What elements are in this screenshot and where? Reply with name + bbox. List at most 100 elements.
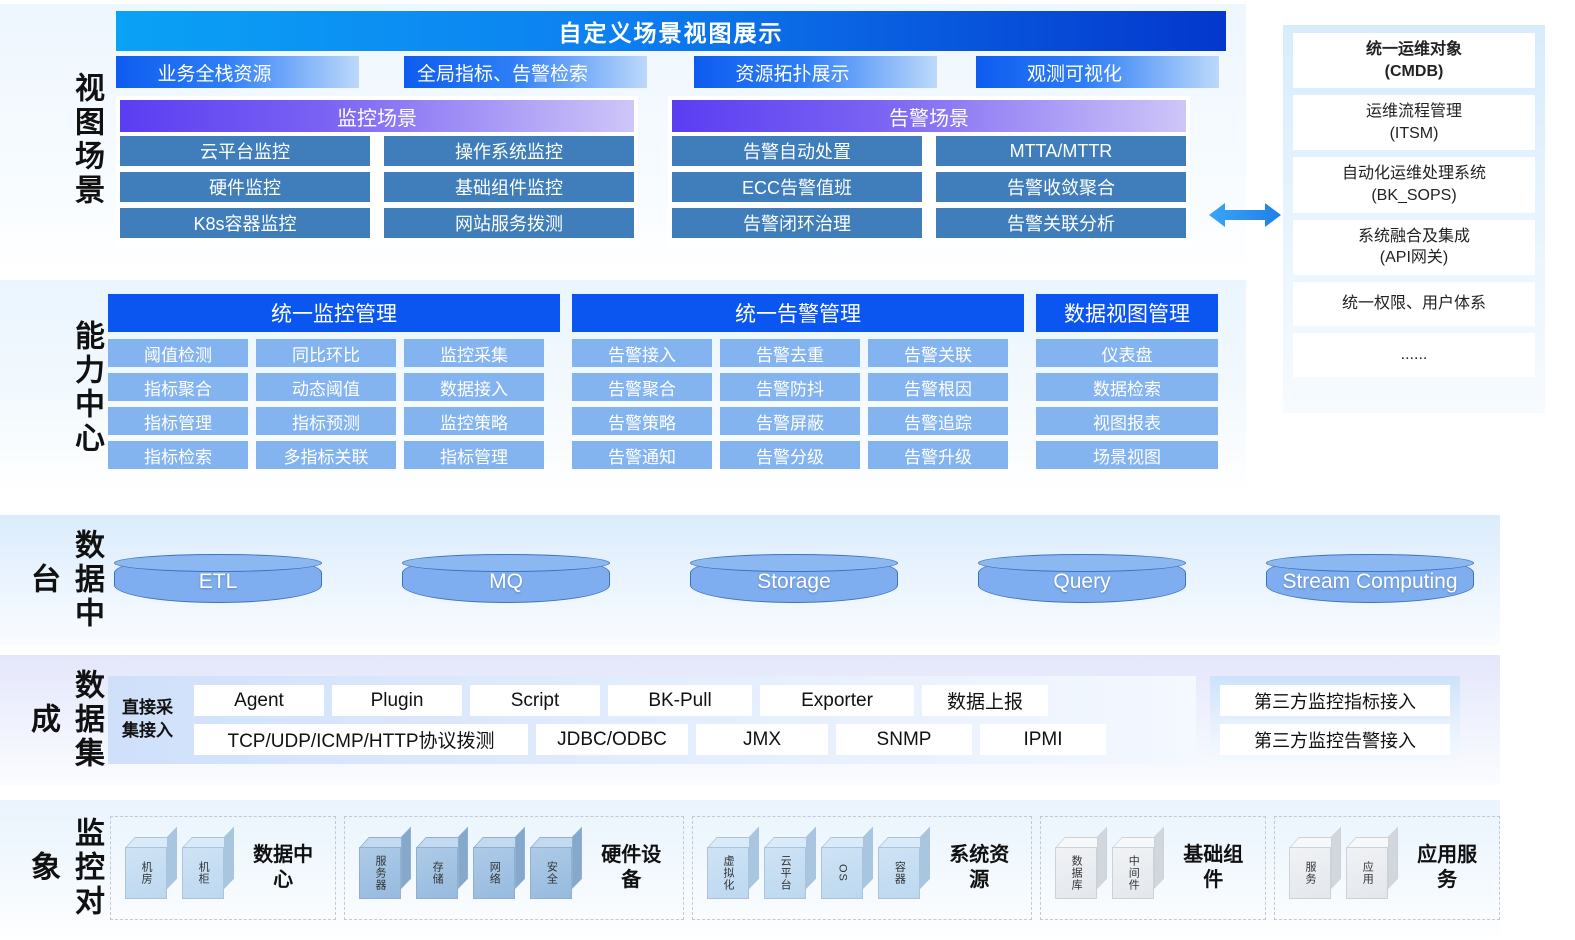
scenario-item[interactable]: 告警自动处置 xyxy=(672,136,922,166)
capability-item[interactable]: 监控采集 xyxy=(404,339,544,367)
capability-item[interactable]: 告警关联 xyxy=(868,339,1008,367)
cube-database[interactable]: 数据库 xyxy=(1055,826,1108,899)
object-group-data-center: 机房 机柜 数据中心 xyxy=(110,816,336,920)
capability-item[interactable]: 指标检索 xyxy=(108,441,248,469)
view-pill-2[interactable]: 资源拓扑展示 xyxy=(694,56,937,88)
capability-item[interactable]: 多指标关联 xyxy=(256,441,396,469)
capability-item[interactable]: 监控策略 xyxy=(404,407,544,435)
capability-item[interactable]: 数据检索 xyxy=(1036,373,1218,401)
scenario-item[interactable]: 告警收敛聚合 xyxy=(936,172,1186,202)
capability-item[interactable]: 视图报表 xyxy=(1036,407,1218,435)
integration-chip[interactable]: BK-Pull xyxy=(608,685,752,716)
cube-label: OS xyxy=(836,864,849,882)
integration-chip[interactable]: JMX xyxy=(696,724,828,755)
capability-item[interactable]: 告警策略 xyxy=(572,407,712,435)
capability-item[interactable]: 指标预测 xyxy=(256,407,396,435)
capability-item[interactable]: 指标聚合 xyxy=(108,373,248,401)
capability-item[interactable]: 数据接入 xyxy=(404,373,544,401)
capability-item[interactable]: 告警追踪 xyxy=(868,407,1008,435)
integration-chip[interactable]: JDBC/ODBC xyxy=(536,724,688,755)
cylinder-etl[interactable]: ETL xyxy=(114,554,322,603)
integration-chip[interactable]: Plugin xyxy=(332,685,462,716)
third-party-metric-access[interactable]: 第三方监控指标接入 xyxy=(1220,685,1450,716)
object-group-basic-component: 数据库 中间件 基础组件 xyxy=(1040,816,1267,920)
integration-chip[interactable]: SNMP xyxy=(836,724,972,755)
scenario-item[interactable]: ECC告警值班 xyxy=(672,172,922,202)
cylinder-stream-computing[interactable]: Stream Computing xyxy=(1266,554,1474,603)
cylinder-query[interactable]: Query xyxy=(978,554,1186,603)
scenario-item[interactable]: K8s容器监控 xyxy=(120,208,370,238)
cube-container[interactable]: 容器 xyxy=(878,826,931,899)
cube-label: 机柜 xyxy=(197,861,210,885)
cube-virtualization[interactable]: 虚拟化 xyxy=(707,826,760,899)
cmdb-item-more[interactable]: ...... xyxy=(1293,332,1535,377)
capability-item[interactable]: 告警升级 xyxy=(868,441,1008,469)
cube-application[interactable]: 应用 xyxy=(1346,826,1399,899)
page-title: 自定义场景视图展示 xyxy=(116,11,1226,51)
scenario-item[interactable]: 告警关联分析 xyxy=(936,208,1186,238)
capability-item[interactable]: 告警聚合 xyxy=(572,373,712,401)
cube-side-face xyxy=(167,826,177,889)
capability-item[interactable]: 仪表盘 xyxy=(1036,339,1218,367)
capability-item[interactable]: 指标管理 xyxy=(404,441,544,469)
scenario-item[interactable]: 云平台监控 xyxy=(120,136,370,166)
scenario-item[interactable]: 网站服务拨测 xyxy=(384,208,634,238)
capability-item[interactable]: 告警防抖 xyxy=(720,373,860,401)
section-data-integration: 数据集成 直接采集接入 Agent Plugin Script BK-Pull … xyxy=(0,655,1500,785)
cube-storage[interactable]: 存储 xyxy=(416,826,469,899)
scenario-item[interactable]: MTTA/MTTR xyxy=(936,136,1186,166)
cmdb-item-line2: (ITSM) xyxy=(1389,124,1439,142)
view-pill-row: 业务全栈资源 全局指标、告警检索 资源拓扑展示 观测可视化 xyxy=(116,56,1226,88)
object-group-application-service: 服务 应用 应用服务 xyxy=(1274,816,1500,920)
capability-monitor-col-1: 同比环比 动态阈值 指标预测 多指标关联 xyxy=(256,339,396,469)
capability-item[interactable]: 阈值检测 xyxy=(108,339,248,367)
integration-chip[interactable]: 数据上报 xyxy=(922,685,1048,716)
cylinder-label: MQ xyxy=(489,570,523,593)
cmdb-item-itsm[interactable]: 运维流程管理 (ITSM) xyxy=(1293,95,1535,151)
capability-item[interactable]: 场景视图 xyxy=(1036,441,1218,469)
integration-chip[interactable]: TCP/UDP/ICMP/HTTP协议拨测 xyxy=(194,724,528,755)
capability-item[interactable]: 告警去重 xyxy=(720,339,860,367)
cube-machine-room[interactable]: 机房 xyxy=(125,826,177,899)
cmdb-item-line1: 系统融合及集成 xyxy=(1357,227,1470,245)
cube-rack[interactable]: 机柜 xyxy=(182,826,235,899)
cmdb-item-bksops[interactable]: 自动化运维处理系统 (BK_SOPS) xyxy=(1293,157,1535,213)
capability-item[interactable]: 动态阈值 xyxy=(256,373,396,401)
view-pill-1[interactable]: 全局指标、告警检索 xyxy=(404,56,647,88)
cube-network[interactable]: 网络 xyxy=(473,826,526,899)
cube-front-face xyxy=(1289,847,1332,899)
cube-os[interactable]: OS xyxy=(821,826,874,899)
integration-chip[interactable]: Agent xyxy=(194,685,324,716)
integration-chip[interactable]: Script xyxy=(470,685,600,716)
capability-item[interactable]: 同比环比 xyxy=(256,339,396,367)
capability-item[interactable]: 告警屏蔽 xyxy=(720,407,860,435)
cube-front-face xyxy=(182,847,225,899)
view-pill-0[interactable]: 业务全栈资源 xyxy=(116,56,359,88)
cylinder-mq[interactable]: MQ xyxy=(402,554,610,603)
capability-group-dataview-header: 数据视图管理 xyxy=(1036,294,1218,332)
cylinder-storage[interactable]: Storage xyxy=(690,554,898,603)
cmdb-item-permissions[interactable]: 统一权限、用户体系 xyxy=(1293,281,1535,326)
cube-security[interactable]: 安全 xyxy=(530,826,583,899)
cube-front-face xyxy=(530,847,573,899)
scenario-item[interactable]: 基础组件监控 xyxy=(384,172,634,202)
scenario-item[interactable]: 硬件监控 xyxy=(120,172,370,202)
cmdb-item-api-gateway[interactable]: 系统融合及集成 (API网关) xyxy=(1293,219,1535,275)
integration-chip[interactable]: IPMI xyxy=(980,724,1106,755)
cube-service[interactable]: 服务 xyxy=(1289,826,1342,899)
capability-item[interactable]: 告警根因 xyxy=(868,373,1008,401)
capability-item[interactable]: 告警通知 xyxy=(572,441,712,469)
cube-middleware[interactable]: 中间件 xyxy=(1112,826,1165,899)
cube-server[interactable]: 服务器 xyxy=(358,826,411,899)
cube-cloud-platform[interactable]: 云平台 xyxy=(764,826,817,899)
capability-item[interactable]: 告警分级 xyxy=(720,441,860,469)
integration-chip[interactable]: Exporter xyxy=(760,685,914,716)
capability-item[interactable]: 告警接入 xyxy=(572,339,712,367)
scenario-item[interactable]: 告警闭环治理 xyxy=(672,208,922,238)
view-pill-3[interactable]: 观测可视化 xyxy=(976,56,1219,88)
cmdb-item-cmdb[interactable]: 统一运维对象 (CMDB) xyxy=(1293,33,1535,89)
third-party-alarm-access[interactable]: 第三方监控告警接入 xyxy=(1220,724,1450,755)
capability-item[interactable]: 指标管理 xyxy=(108,407,248,435)
scenario-group-monitor: 监控场景 云平台监控 硬件监控 K8s容器监控 操作系统监控 基础组件监控 网站… xyxy=(116,96,638,248)
scenario-item[interactable]: 操作系统监控 xyxy=(384,136,634,166)
